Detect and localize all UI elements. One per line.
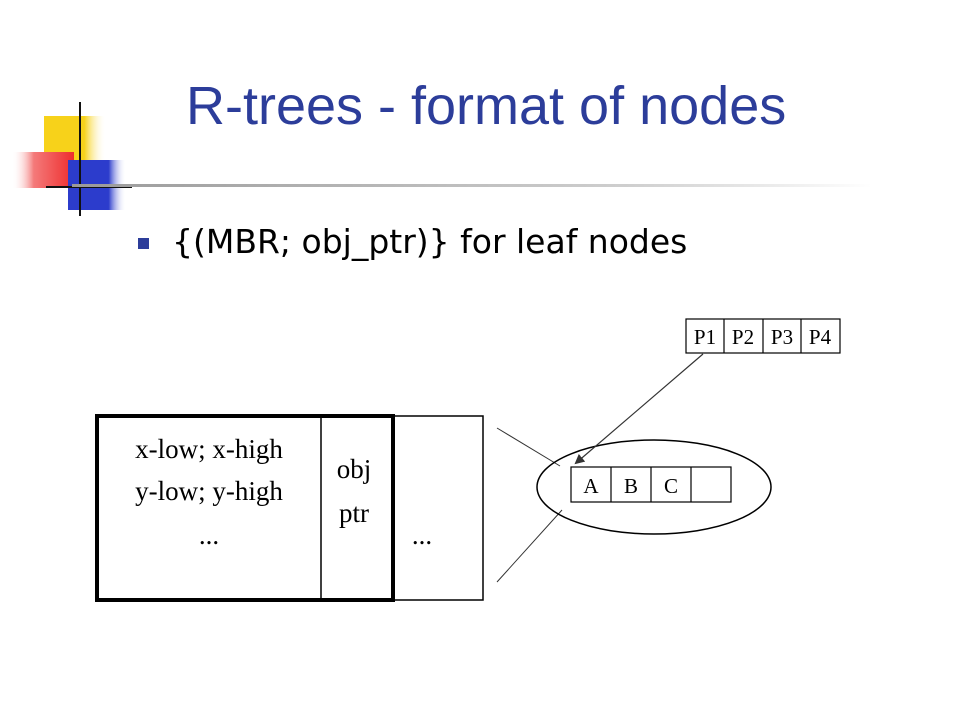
zoom-line-top [496,427,561,467]
deco-red-square [12,152,74,188]
leaf-node: x-low; x-high y-low; y-high ... obj ptr … [95,414,484,602]
node-entry-box [95,414,395,602]
parent-cell-p2: P2 [732,325,754,349]
parent-cell-p3: P3 [771,325,793,349]
slide-title: R-trees - format of nodes [186,76,787,136]
zoom-line-bottom [496,509,563,583]
obj-ptr-label-2: ptr [339,498,369,528]
decorative-logo [12,102,132,216]
mbr-x-range: x-low; x-high [135,434,283,464]
parent-cell-p1: P1 [694,325,716,349]
child-node: A B C [570,466,732,503]
child-cell-a: A [583,474,599,498]
child-cell-c: C [664,474,678,498]
child-node-ellipse [536,439,772,535]
bullet-marker [138,238,149,249]
mbr-ellipsis: ... [199,520,219,550]
parent-node: P1 P2 P3 P4 [685,318,841,354]
pointer-arrow [574,353,704,465]
child-cell-b: B [624,474,638,498]
mbr-y-range: y-low; y-high [135,476,283,506]
title-rule [72,184,872,187]
more-entries-ellipsis: ... [412,520,432,550]
parent-cell-p4: P4 [809,325,832,349]
obj-ptr-label-1: obj [337,454,372,484]
bullet-text: {(MBR; obj_ptr)} for leaf nodes [172,222,688,261]
